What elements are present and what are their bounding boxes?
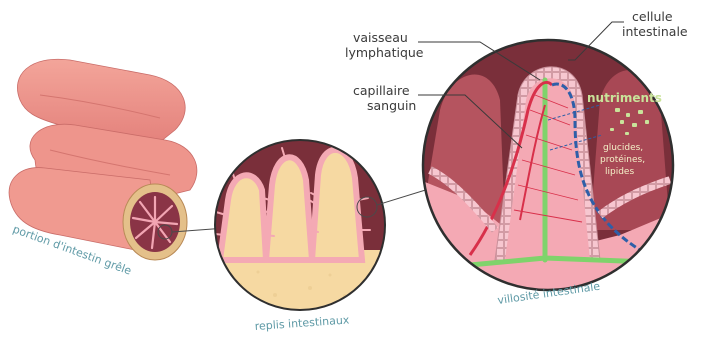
label-replis: replis intestinaux (254, 313, 350, 333)
fold-middle (266, 157, 312, 260)
zoom-connector-2 (377, 188, 432, 205)
villosite-circle (420, 38, 680, 300)
label-capillaire: capillaire sanguin (353, 83, 416, 113)
fold-right (312, 150, 362, 260)
replis-circle (210, 135, 390, 330)
label-nutriments: nutriments (587, 91, 662, 105)
label-vaisseau: vaisseau lymphatique (345, 30, 424, 60)
label-cellule: cellule intestinale (622, 9, 688, 39)
